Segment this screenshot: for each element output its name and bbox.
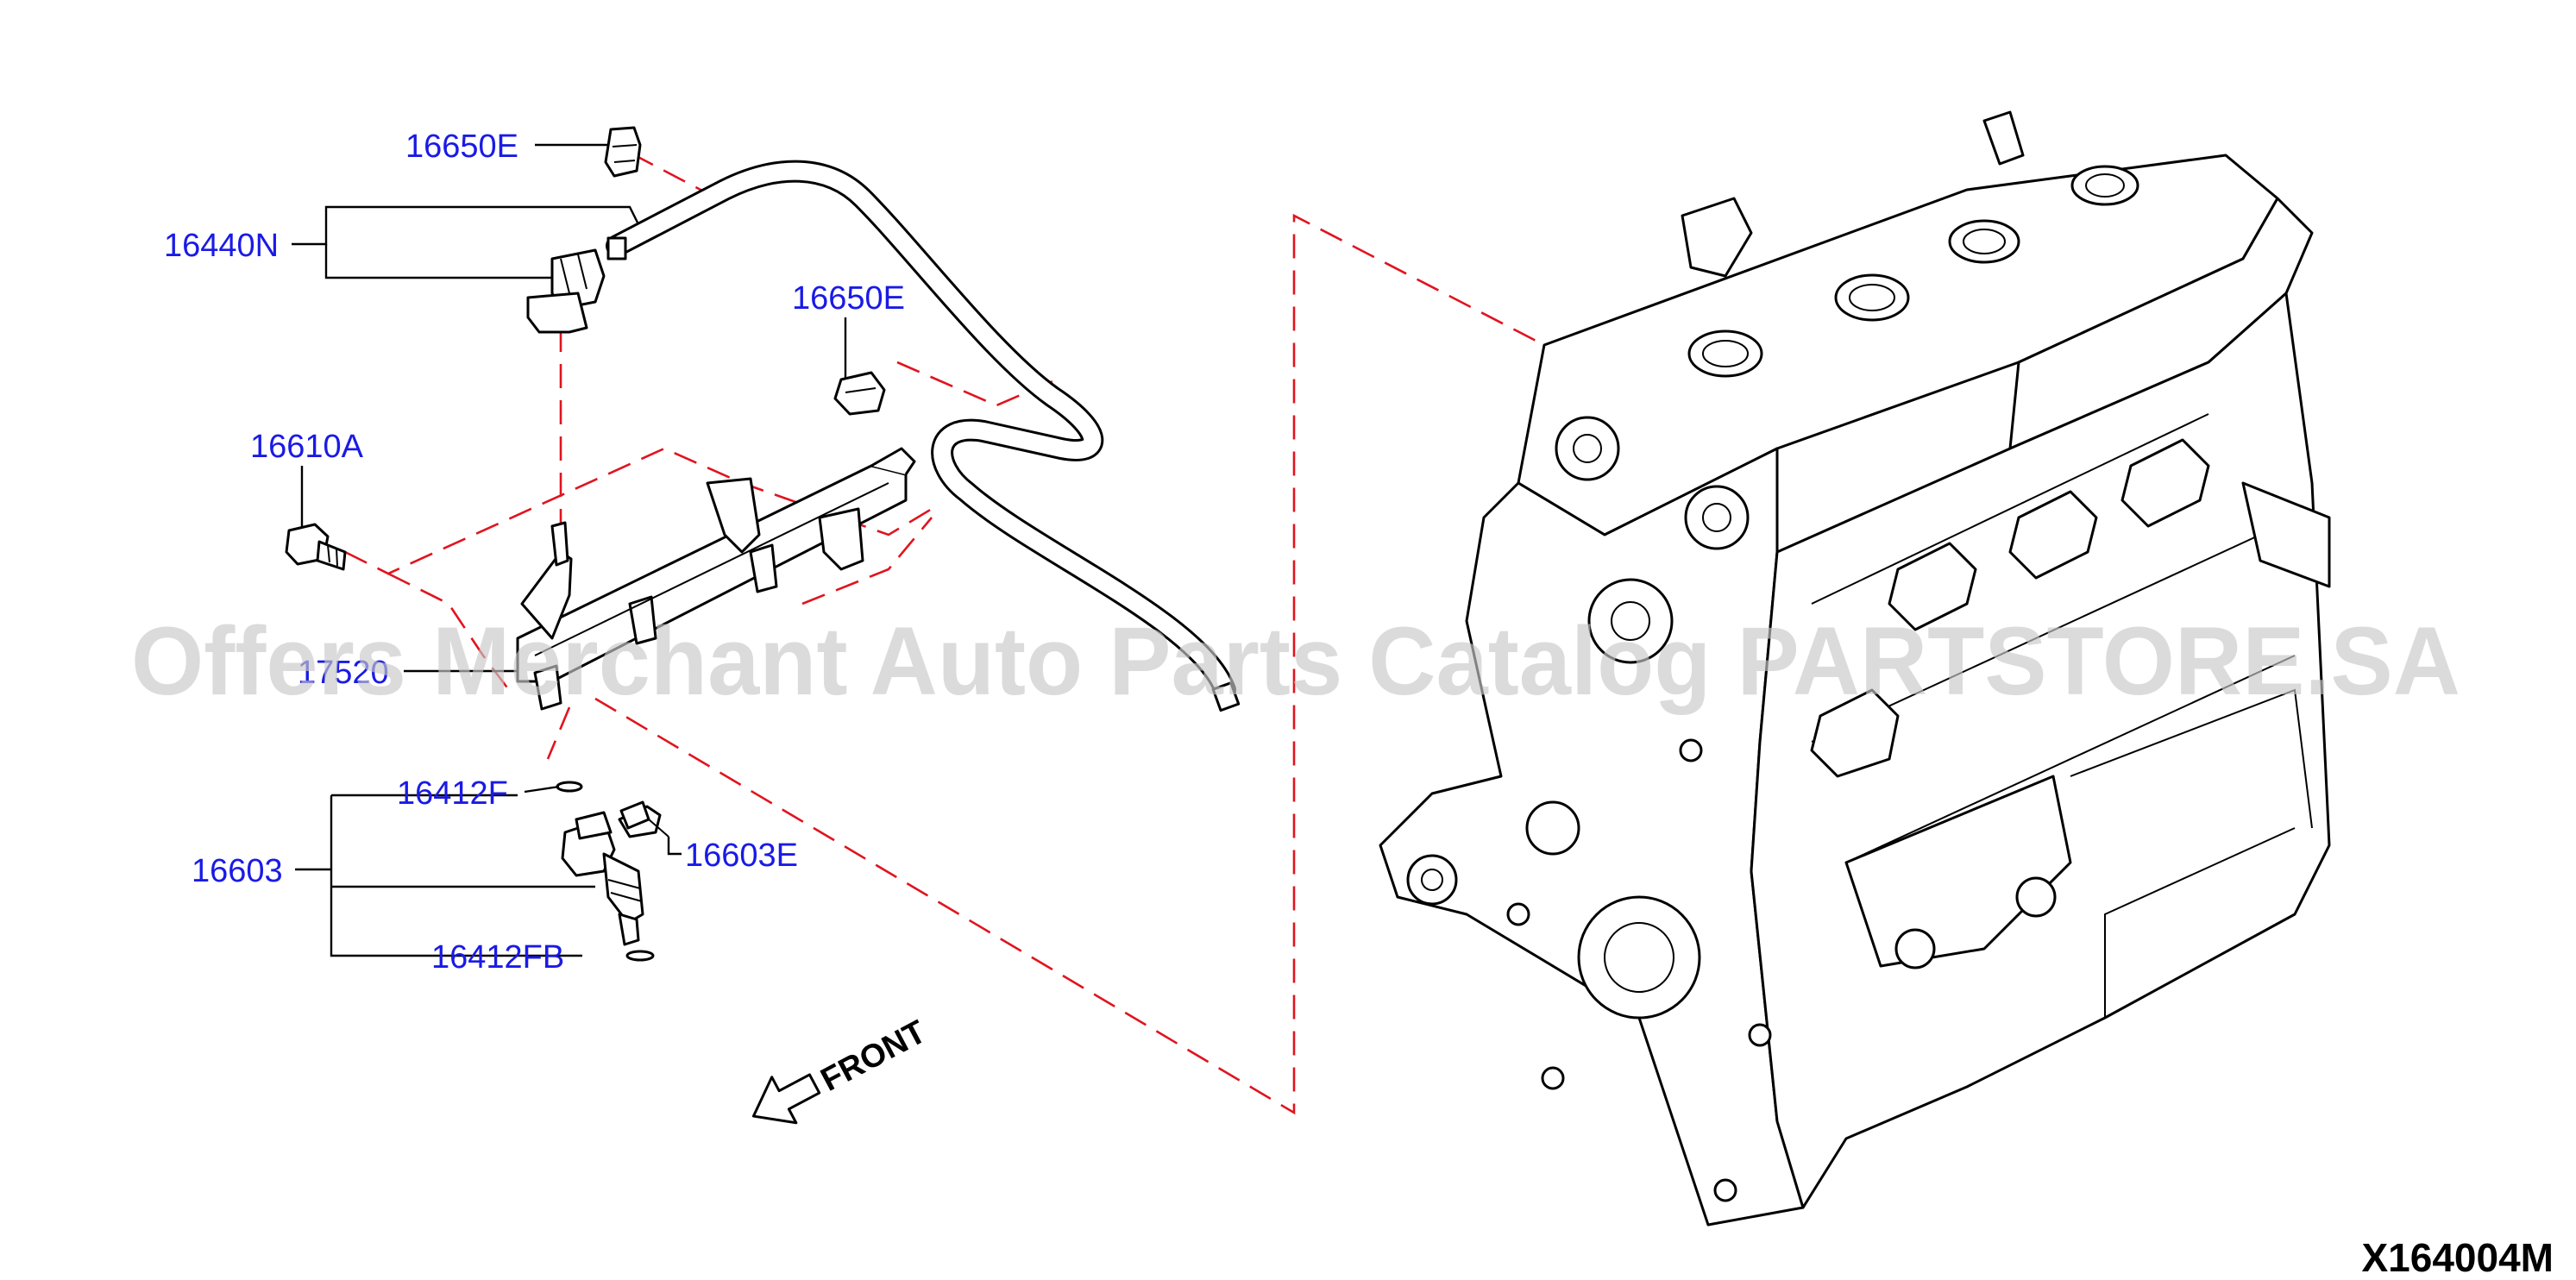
front-indicator: FRONT xyxy=(751,1013,932,1125)
label-16412fb[interactable]: 16412FB xyxy=(431,939,564,976)
part-labels: 16650E 16440N 16650E 16610A 17520 16412F… xyxy=(164,129,905,976)
fuel-hose[interactable] xyxy=(606,160,1241,712)
quick-connector[interactable] xyxy=(526,248,606,334)
injector-connector[interactable] xyxy=(619,800,669,838)
hose-clip-top[interactable] xyxy=(604,126,642,178)
label-16610a[interactable]: 16610A xyxy=(250,429,364,465)
watermark: Offers Merchant Auto Parts Catalog PARTS… xyxy=(131,607,2460,715)
label-16412f[interactable]: 16412F xyxy=(397,775,508,812)
fuel-rail[interactable] xyxy=(516,447,916,711)
label-16650e-top[interactable]: 16650E xyxy=(405,129,518,165)
leader-lines xyxy=(292,143,847,957)
front-arrow-icon xyxy=(751,1073,821,1125)
label-16603[interactable]: 16603 xyxy=(192,853,283,889)
label-17520[interactable]: 17520 xyxy=(298,655,389,691)
label-16650e-middle[interactable]: 16650E xyxy=(792,280,905,317)
engine-block xyxy=(1379,110,2331,1227)
front-label: FRONT xyxy=(815,1013,932,1099)
diagram-code: X164004M xyxy=(2362,1235,2554,1280)
bolt[interactable] xyxy=(285,523,347,571)
label-16440n[interactable]: 16440N xyxy=(164,228,279,264)
label-16603e[interactable]: 16603E xyxy=(685,838,798,874)
fuel-injector[interactable] xyxy=(561,805,662,946)
hose-clip-middle[interactable] xyxy=(833,371,886,416)
o-ring-lower[interactable] xyxy=(625,950,655,962)
o-ring-upper[interactable] xyxy=(556,781,583,793)
